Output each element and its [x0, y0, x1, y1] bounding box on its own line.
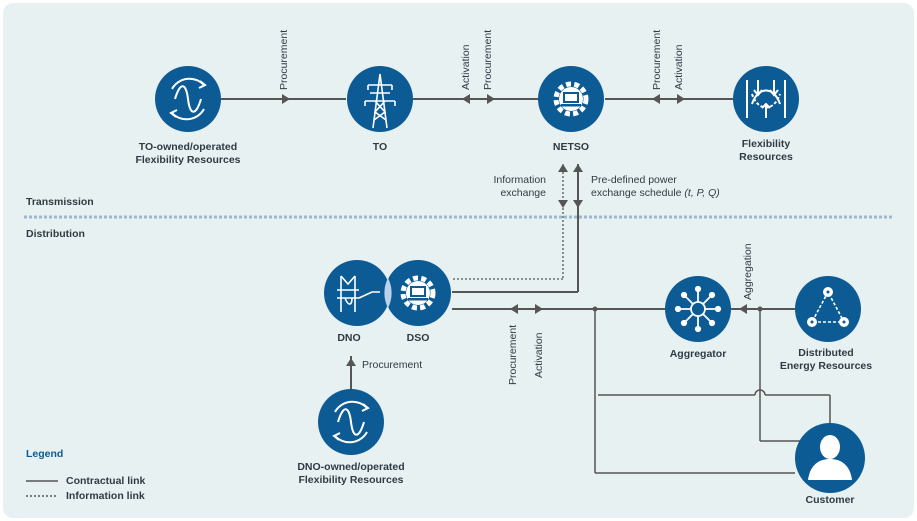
- link-aggregator-der: [731, 304, 795, 314]
- activation-label-to: Activation: [460, 44, 472, 90]
- procurement-label-to: Procurement: [278, 29, 290, 90]
- gear-monitor-icon: [400, 275, 436, 311]
- schedule-label: Pre-defined power exchange schedule (t, …: [591, 174, 720, 199]
- node-flex-resources: [733, 66, 799, 132]
- node-to: [347, 66, 413, 132]
- link-dno-resources-dno: [346, 356, 356, 390]
- node-aggregator: [665, 276, 731, 342]
- person-icon: [808, 435, 852, 480]
- procurement-label-to-netso: Procurement: [482, 29, 494, 90]
- dno-label: DNO: [337, 332, 361, 344]
- link-customer: [592, 306, 831, 474]
- zone-transmission-label: Transmission: [26, 196, 94, 208]
- to-resources-label: TO-owned/operated Flexibility Resources: [135, 141, 241, 166]
- activation-label-flex: Activation: [673, 44, 685, 90]
- information-exchange-label: Information exchange: [493, 174, 546, 199]
- node-dno: [324, 260, 390, 326]
- link-netso-dso-information: [452, 164, 568, 280]
- legend-information-label: Information link: [66, 490, 145, 502]
- flexibility-wave-icon: [169, 77, 207, 121]
- node-dno-resources: [318, 389, 384, 455]
- procurement-label-flex: Procurement: [651, 29, 663, 90]
- zone-distribution-label: Distribution: [26, 228, 85, 240]
- activation-label-dso: Activation: [533, 332, 545, 378]
- flex-resources-label: Flexibility Resources: [739, 138, 793, 163]
- dso-label: DSO: [406, 332, 430, 344]
- link-netso-dso-schedule: [452, 164, 583, 293]
- link-dso-aggregator: [452, 304, 665, 314]
- procurement-label-dno: Procurement: [362, 359, 423, 371]
- aggregation-label: Aggregation: [742, 243, 754, 300]
- dno-dso-overlap: [384, 278, 392, 308]
- customer-label: Customer: [805, 494, 855, 506]
- procurement-label-dso: Procurement: [507, 324, 519, 385]
- link-to-netso: [413, 94, 538, 104]
- hub-icon: [674, 285, 722, 333]
- aggregator-label: Aggregator: [669, 348, 727, 360]
- substation-icon: [337, 275, 380, 312]
- node-dso: [385, 260, 451, 326]
- gear-monitor-icon: [553, 81, 589, 117]
- node-netso: [538, 66, 604, 132]
- netso-label: NETSO: [552, 141, 590, 153]
- legend-title: Legend: [26, 448, 64, 460]
- flexibility-arrows-icon: [746, 80, 786, 118]
- flexibility-wave-icon: [332, 400, 370, 444]
- dno-resources-label: DNO-owned/operated Flexibility Resources: [297, 461, 405, 486]
- link-to-resources-to: [221, 94, 346, 104]
- transmission-tower-icon: [364, 73, 396, 129]
- der-label: Distributed Energy Resources: [779, 347, 873, 372]
- node-der: [795, 276, 861, 342]
- node-customer: [795, 423, 865, 493]
- legend-contractual-label: Contractual link: [66, 475, 146, 487]
- node-to-resources: [155, 66, 221, 132]
- link-netso-flex-resources: [605, 94, 733, 104]
- to-label: TO: [372, 141, 388, 153]
- network-triangle-icon: [807, 287, 849, 327]
